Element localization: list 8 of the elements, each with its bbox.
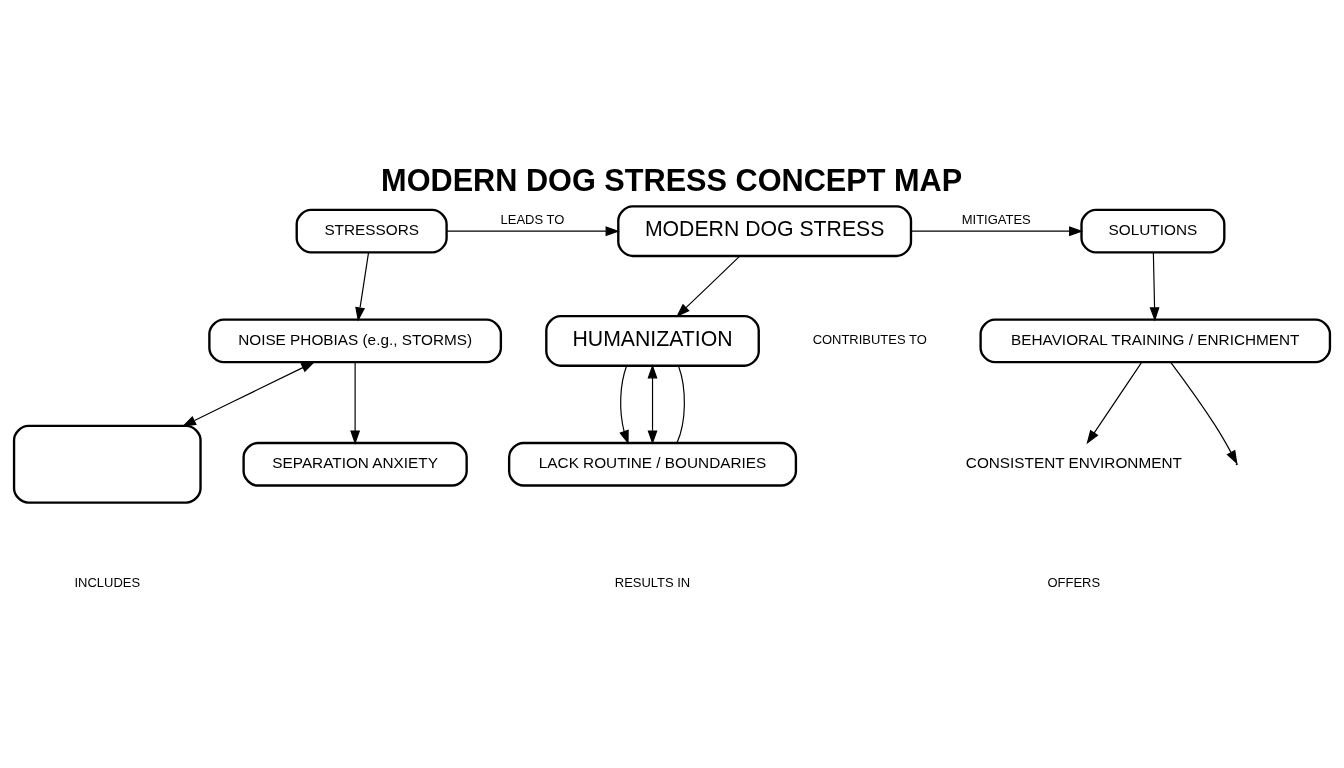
diagram-title: MODERN DOG STRESS CONCEPT MAP [381,162,963,198]
edge-label: LEADS TO [500,211,565,227]
label: RESULTS IN [614,575,691,591]
label: INCLUDES [74,575,141,591]
label: OFFERS [1047,575,1101,591]
edge-label: MITIGATES [961,211,1031,227]
label: CONTRIBUTES TO [812,332,927,348]
node-text: CONSISTENT ENVIRONMENT [965,454,1182,472]
